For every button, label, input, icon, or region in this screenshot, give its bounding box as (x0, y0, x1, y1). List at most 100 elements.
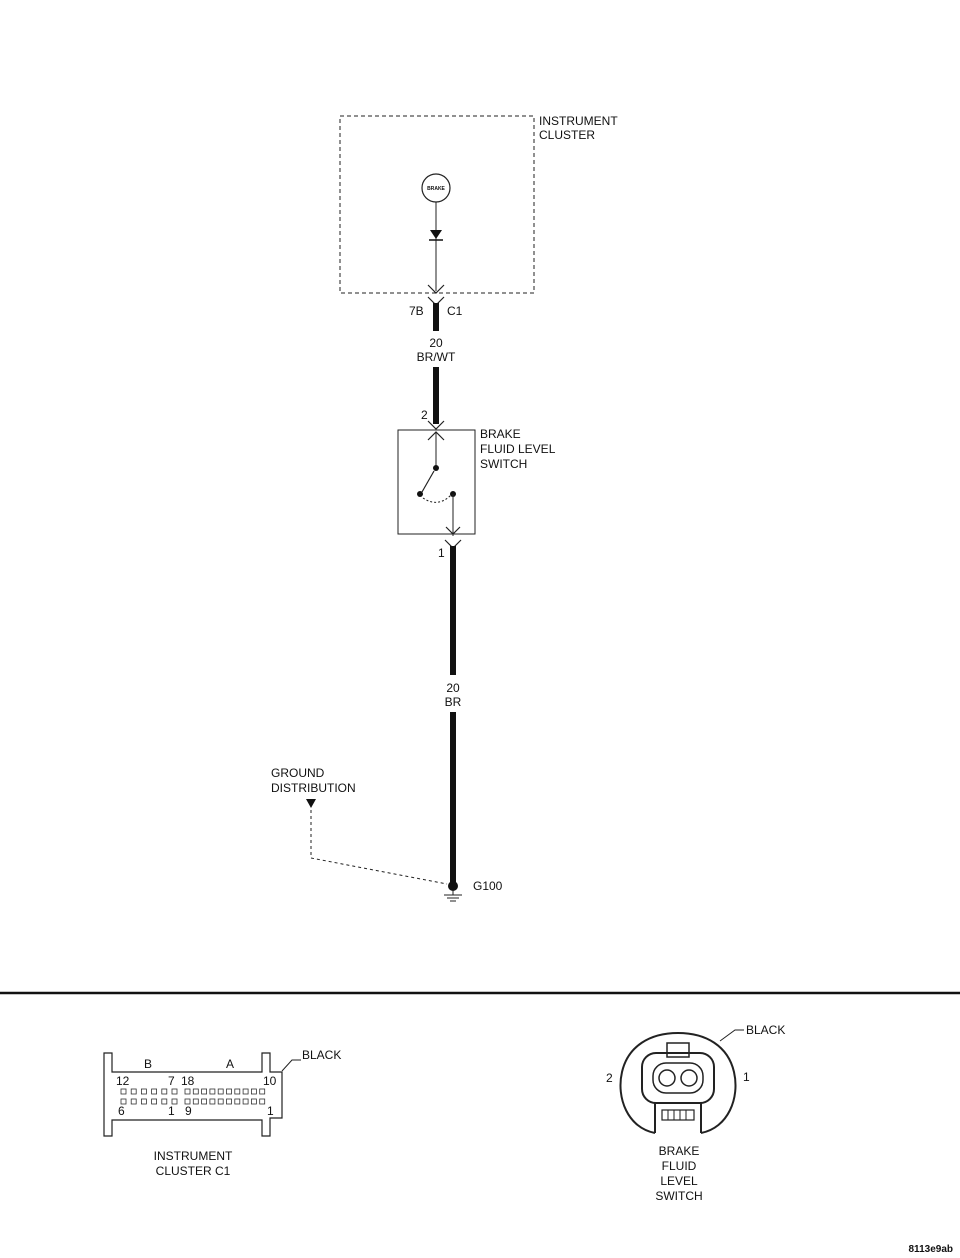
switch-face-pin-2-label: 2 (606, 1071, 613, 1085)
connector-c1-cavity: 7B C1 (409, 284, 463, 318)
figure-id: 8113e9ab (909, 1244, 954, 1255)
c1-cavity (217, 1088, 224, 1095)
switch-label-line1: BRAKE (480, 427, 521, 441)
c1-cavity (120, 1088, 127, 1095)
ground-g100: G100 GROUND DISTRIBUTION (271, 766, 503, 902)
ground-splice-icon (448, 881, 458, 891)
c1-cavity (130, 1098, 137, 1105)
switch-label-line2: FLUID LEVEL (480, 442, 556, 456)
c1-cavity (184, 1098, 191, 1105)
connector-chevron-icon (427, 420, 445, 430)
ground-distribution-label-line2: DISTRIBUTION (271, 781, 356, 795)
c1-cavity (192, 1098, 199, 1105)
c1-pin-18-label: 18 (181, 1074, 195, 1088)
connector-c1-label: C1 (447, 304, 463, 318)
c1-name-line1: INSTRUMENT (154, 1149, 233, 1163)
wire-br-color: BR (445, 695, 462, 709)
c1-pin-1-right-label: 1 (267, 1104, 274, 1118)
switch-connector-lock-tab (654, 1103, 702, 1133)
c1-cavity (201, 1098, 208, 1105)
switch-connector-key (661, 1109, 695, 1121)
switch-body (397, 429, 476, 535)
brake-lamp-label: BRAKE (427, 186, 445, 192)
switch-travel-arc (422, 494, 452, 503)
c1-cavity (140, 1098, 147, 1105)
wire-br-wt: 20 BR/WT 2 (417, 303, 456, 430)
ground-reference-arrow-icon (306, 799, 316, 808)
c1-cavity (171, 1088, 178, 1095)
c1-cavity (201, 1088, 208, 1095)
switch-name-line2: FLUID (662, 1159, 697, 1173)
wire-br-wt-color: BR/WT (417, 350, 456, 364)
instrument-cluster-label-line2: CLUSTER (539, 128, 595, 142)
pin-7b-label: 7B (409, 304, 424, 318)
switch-name-line1: BRAKE (659, 1144, 700, 1158)
wire-br-gauge: 20 (446, 681, 460, 695)
switch-name-line4: SWITCH (655, 1189, 702, 1203)
c1-cavity (234, 1098, 241, 1105)
c1-cavity (259, 1098, 266, 1105)
c1-cavity (234, 1088, 241, 1095)
diode-icon (430, 230, 442, 239)
c1-cavity (151, 1098, 158, 1105)
c1-cavity (209, 1098, 216, 1105)
connector-chevron-icon (427, 284, 445, 294)
switch-face-pin-1-label: 1 (743, 1070, 750, 1084)
switch-connector-ribs (667, 1110, 687, 1120)
brake-fluid-level-switch: BRAKE FLUID LEVEL SWITCH (397, 427, 556, 536)
c1-pin-6-label: 6 (118, 1104, 125, 1118)
c1-cavity (217, 1098, 224, 1105)
c1-cavity (250, 1088, 257, 1095)
switch-connector-body (641, 1052, 715, 1104)
switch-label-line3: SWITCH (480, 457, 527, 471)
switch-pin-1-label: 1 (438, 546, 445, 560)
instrument-cluster-label-line1: INSTRUMENT (539, 114, 618, 128)
c1-cavity (120, 1098, 127, 1105)
instrument-cluster-c1-connector: B A BLACK 12 7 18 10 6 1 9 1 INSTRUMENT … (103, 1048, 341, 1178)
c1-pin-9-label: 9 (185, 1104, 192, 1118)
c1-connector-outline (103, 1052, 283, 1137)
ground-distribution-label-line1: GROUND (271, 766, 325, 780)
instrument-cluster: INSTRUMENT CLUSTER BRAKE (339, 114, 618, 294)
switch-pin-2-label: 2 (421, 408, 428, 422)
c1-cavity (242, 1098, 249, 1105)
wire-br: 1 20 BR (438, 539, 462, 884)
ground-reference-line (310, 810, 448, 885)
c1-cavity-grid (120, 1088, 266, 1105)
switch-color-label: BLACK (746, 1023, 785, 1037)
switch-connector-shell (619, 1031, 737, 1134)
c1-cavity (184, 1088, 191, 1095)
c1-cavity (250, 1098, 257, 1105)
c1-cavity (209, 1088, 216, 1095)
c1-cavity (171, 1098, 178, 1105)
wire-br-wt-gauge: 20 (429, 336, 443, 350)
c1-color-label: BLACK (302, 1048, 341, 1062)
c1-cavity (161, 1088, 168, 1095)
ground-id-label: G100 (473, 879, 503, 893)
c1-cavity (226, 1088, 232, 1095)
c1-cavity (192, 1088, 199, 1095)
c1-pin-1-label: 1 (168, 1104, 175, 1118)
c1-cavity (259, 1088, 266, 1095)
c1-pin-10-label: 10 (263, 1074, 277, 1088)
switch-arm (421, 470, 435, 493)
c1-pin-7-label: 7 (168, 1074, 175, 1088)
instrument-cluster-boundary (339, 115, 535, 294)
c1-callout-leader (281, 1059, 301, 1072)
switch-connector-latch (666, 1042, 690, 1058)
c1-cavity (242, 1088, 249, 1095)
c1-cavity (226, 1098, 232, 1105)
switch-connector-terminal-housing (652, 1062, 704, 1094)
brake-switch-connector: BLACK 2 1 BRAKE FLUID LEVEL SWITCH (606, 1023, 785, 1203)
c1-cavity (140, 1088, 147, 1095)
c1-name-line2: CLUSTER C1 (156, 1164, 231, 1178)
c1-cavity (161, 1098, 168, 1105)
switch-callout-leader (719, 1029, 744, 1042)
switch-pivot-icon (417, 491, 423, 497)
c1-cavity (130, 1088, 137, 1095)
c1-side-b-label: B (144, 1057, 152, 1071)
c1-pin-12-label: 12 (116, 1074, 130, 1088)
connector-chevron-icon (445, 526, 461, 535)
